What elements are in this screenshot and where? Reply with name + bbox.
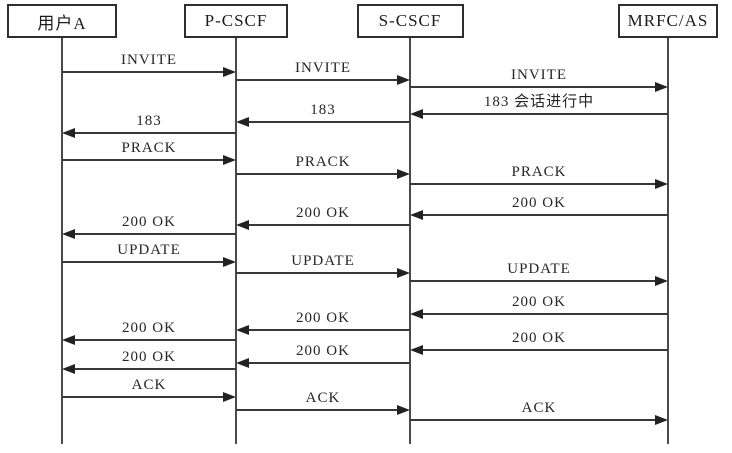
actor-label: P-CSCF xyxy=(204,11,268,30)
message-label: 200 OK xyxy=(296,343,350,359)
message-line xyxy=(418,214,668,216)
message-line xyxy=(244,329,410,331)
message-line xyxy=(236,409,402,411)
message-line xyxy=(62,261,228,263)
message-label: 200 OK xyxy=(512,294,566,310)
message-line xyxy=(410,419,660,421)
message-label: UPDATE xyxy=(507,261,571,277)
message-label: 200 OK xyxy=(122,214,176,230)
message-line xyxy=(410,86,660,88)
message-line xyxy=(418,349,668,351)
message-line xyxy=(418,313,668,315)
arrow-left-icon xyxy=(236,220,249,230)
actor-box-mrfc-as: MRFC/AS xyxy=(618,4,718,38)
message-line xyxy=(70,339,236,341)
message-line xyxy=(70,233,236,235)
message-line xyxy=(244,121,410,123)
arrow-right-icon xyxy=(223,257,236,267)
arrow-left-icon xyxy=(236,325,249,335)
arrow-right-icon xyxy=(223,392,236,402)
message-label: UPDATE xyxy=(117,242,181,258)
arrow-left-icon xyxy=(410,109,423,119)
lifeline-p-cscf xyxy=(235,38,237,444)
actor-box-user-a: 用户A xyxy=(7,4,117,38)
arrow-right-icon xyxy=(655,276,668,286)
actor-label: 用户A xyxy=(37,13,87,33)
message-label: 200 OK xyxy=(512,330,566,346)
message-line xyxy=(410,280,660,282)
message-label: 200 OK xyxy=(122,320,176,336)
message-label: ACK xyxy=(131,377,167,393)
message-label: UPDATE xyxy=(291,253,355,269)
message-line xyxy=(70,368,236,370)
arrow-left-icon xyxy=(410,210,423,220)
message-line xyxy=(418,113,668,115)
actor-label: MRFC/AS xyxy=(627,11,709,30)
arrow-right-icon xyxy=(655,415,668,425)
arrow-left-icon xyxy=(410,309,423,319)
arrow-left-icon xyxy=(236,117,249,127)
message-line xyxy=(70,132,236,134)
message-label: ACK xyxy=(521,400,557,416)
message-line xyxy=(236,272,402,274)
message-label: 183 xyxy=(136,113,162,129)
message-label: 200 OK xyxy=(512,195,566,211)
arrow-right-icon xyxy=(655,82,668,92)
message-line xyxy=(62,159,228,161)
lifeline-s-cscf xyxy=(409,38,411,444)
message-label: PRACK xyxy=(295,154,351,170)
arrow-right-icon xyxy=(223,155,236,165)
message-label: PRACK xyxy=(511,164,567,180)
message-line xyxy=(62,396,228,398)
message-label: INVITE xyxy=(295,60,351,76)
message-label: 200 OK xyxy=(122,349,176,365)
message-label: INVITE xyxy=(511,67,567,83)
arrow-right-icon xyxy=(397,405,410,415)
arrow-right-icon xyxy=(397,268,410,278)
lifeline-mrfc-as xyxy=(667,38,669,444)
message-label: 200 OK xyxy=(296,205,350,221)
actor-box-s-cscf: S-CSCF xyxy=(356,4,464,38)
arrow-left-icon xyxy=(410,345,423,355)
arrow-left-icon xyxy=(62,364,75,374)
message-label: 200 OK xyxy=(296,310,350,326)
message-label: PRACK xyxy=(121,140,177,156)
arrow-left-icon xyxy=(62,335,75,345)
message-line xyxy=(236,79,402,81)
lifeline-user-a xyxy=(61,38,63,444)
arrow-right-icon xyxy=(397,169,410,179)
actor-box-p-cscf: P-CSCF xyxy=(184,4,288,38)
message-label: 183 xyxy=(310,102,336,118)
message-line xyxy=(62,71,228,73)
arrow-left-icon xyxy=(62,229,75,239)
message-line xyxy=(410,183,660,185)
message-label: INVITE xyxy=(121,52,177,68)
arrow-right-icon xyxy=(655,179,668,189)
actor-label: S-CSCF xyxy=(378,11,442,30)
arrow-right-icon xyxy=(397,75,410,85)
message-line xyxy=(236,173,402,175)
arrow-left-icon xyxy=(62,128,75,138)
arrow-left-icon xyxy=(236,358,249,368)
message-label: ACK xyxy=(305,390,341,406)
arrow-right-icon xyxy=(223,67,236,77)
message-label: 183 会话进行中 xyxy=(483,94,595,110)
message-line xyxy=(244,362,410,364)
message-line xyxy=(244,224,410,226)
